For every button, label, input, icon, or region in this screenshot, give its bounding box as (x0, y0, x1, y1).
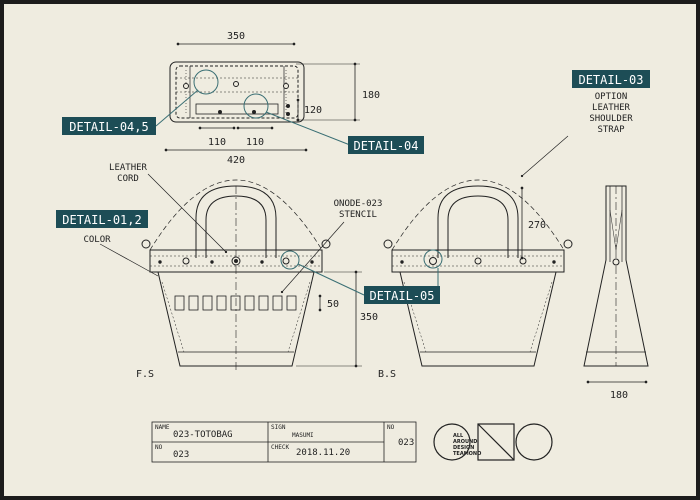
note-option-line2: LEATHER (592, 103, 631, 113)
ono-logo-icon (433, 423, 553, 461)
dimension-side-width: 180 (610, 390, 628, 401)
dimension-bottom-width: 420 (227, 155, 245, 166)
dimension-body-height: 350 (360, 312, 378, 323)
title-block-sign-label: SIGN (271, 424, 286, 431)
logo-line-4: TEAMONO (453, 451, 481, 457)
title-block-no2-value: 023 (398, 438, 414, 448)
logo-line-2: AROUND (453, 439, 477, 445)
top-view-dimension-lines (164, 42, 360, 152)
dimension-left-spacing: 110 (208, 137, 226, 148)
detail-tag-05-label: DETAIL-05 (369, 289, 434, 303)
detail-tag-04-5-label: DETAIL-04,5 (69, 120, 148, 134)
detail-tag-04-label: DETAIL-04 (353, 139, 418, 153)
detail-tag-04: DETAIL-04 (348, 136, 424, 154)
note-color: COLOR (83, 235, 111, 245)
dimension-handle-height: 270 (528, 220, 546, 231)
dimension-pocket-height: 120 (304, 105, 322, 116)
dimension-top-height: 180 (362, 90, 380, 101)
detail-tag-04-5: DETAIL-04,5 (62, 117, 156, 135)
front-view (141, 179, 331, 370)
note-option-line1: OPTION (595, 92, 628, 102)
title-block-name-label: NAME (155, 424, 170, 431)
annotation-leaders (99, 135, 569, 294)
title-block-check-value: 2018.11.20 (296, 448, 350, 458)
title-block-sign-value: MASUMI (292, 432, 314, 439)
top-view (169, 61, 305, 123)
dimension-top-width: 350 (227, 31, 245, 42)
title-block-no2-label: NO (387, 424, 395, 431)
logo-line-3: DESIGN (453, 445, 474, 451)
detail-tag-03-label: DETAIL-03 (578, 73, 643, 87)
note-leather-cord-line2: CORD (117, 174, 139, 184)
dimension-right-spacing: 110 (246, 137, 264, 148)
detail-tag-01-2: DETAIL-01,2 (56, 210, 148, 228)
side-view (583, 185, 649, 367)
detail-tag-05: DETAIL-05 (364, 286, 440, 304)
title-block-no-value: 023 (173, 450, 189, 460)
front-view-dimension-lines (296, 270, 362, 368)
title-block-no-label: NO (155, 444, 163, 451)
view-label-front: F.S (136, 369, 154, 380)
note-option-line3: SHOULDER (589, 114, 633, 124)
logo-line-1: ALL (453, 433, 464, 439)
view-label-back: B.S (378, 369, 396, 380)
title-block (151, 421, 417, 463)
back-view (383, 179, 573, 367)
note-stencil-line2: STENCIL (339, 210, 377, 220)
title-block-check-label: CHECK (271, 444, 289, 451)
title-block-name-value: 023-TOTOBAG (173, 430, 233, 440)
note-option-line4: STRAP (597, 125, 625, 135)
note-leather-cord-line1: LEATHER (109, 163, 148, 173)
detail-tag-03: DETAIL-03 (572, 70, 650, 88)
dimension-stencil-height: 50 (327, 299, 339, 310)
detail-tag-01-2-label: DETAIL-01,2 (62, 213, 141, 227)
note-stencil-line1: ONODE-023 (334, 199, 383, 209)
